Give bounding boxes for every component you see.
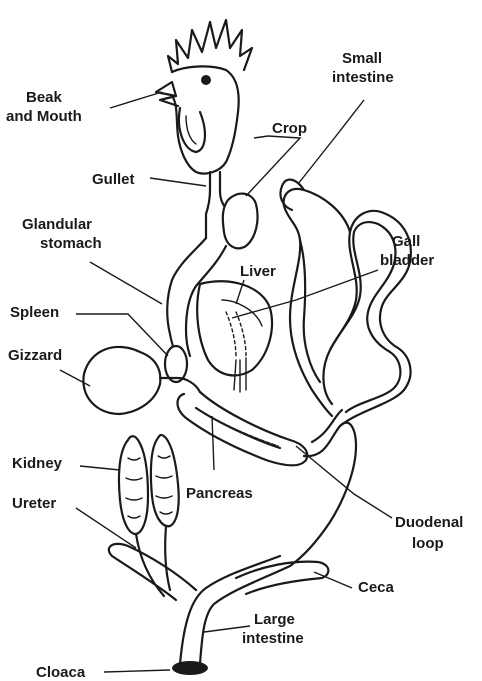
liver [197, 281, 272, 392]
label-gullet: Gullet [92, 171, 135, 188]
spleen [165, 346, 187, 382]
label-duodenal-line1: Duodenal [395, 514, 463, 531]
label-gall-line1: Gall [392, 233, 420, 250]
label-ceca: Ceca [358, 579, 395, 596]
label-small-intestine-line1: Small [342, 50, 382, 67]
label-ureter: Ureter [12, 495, 56, 512]
crop [223, 194, 258, 249]
duodenal-loop [178, 392, 308, 465]
label-crop: Crop [272, 120, 307, 137]
chicken-head [156, 20, 252, 174]
label-cloaca: Cloaca [36, 664, 86, 681]
label-gall-line2: bladder [380, 252, 434, 269]
label-gizzard: Gizzard [8, 347, 62, 364]
label-glandular-line1: Glandular [22, 216, 92, 233]
label-beak-line2: and Mouth [6, 108, 82, 125]
gizzard [83, 347, 160, 414]
cloaca [172, 661, 208, 675]
label-kidney: Kidney [12, 455, 63, 472]
label-small-intestine-line2: intestine [332, 69, 394, 86]
kidney [119, 435, 179, 534]
label-liver: Liver [240, 263, 276, 280]
label-glandular-line2: stomach [40, 235, 102, 252]
ureter [136, 526, 170, 596]
label-duodenal-line2: loop [412, 535, 444, 552]
label-large-intestine-line2: intestine [242, 630, 304, 647]
label-large-intestine-line1: Large [254, 611, 295, 628]
label-beak-line1: Beak [26, 89, 63, 106]
label-pancreas: Pancreas [186, 485, 253, 502]
label-spleen: Spleen [10, 304, 59, 321]
